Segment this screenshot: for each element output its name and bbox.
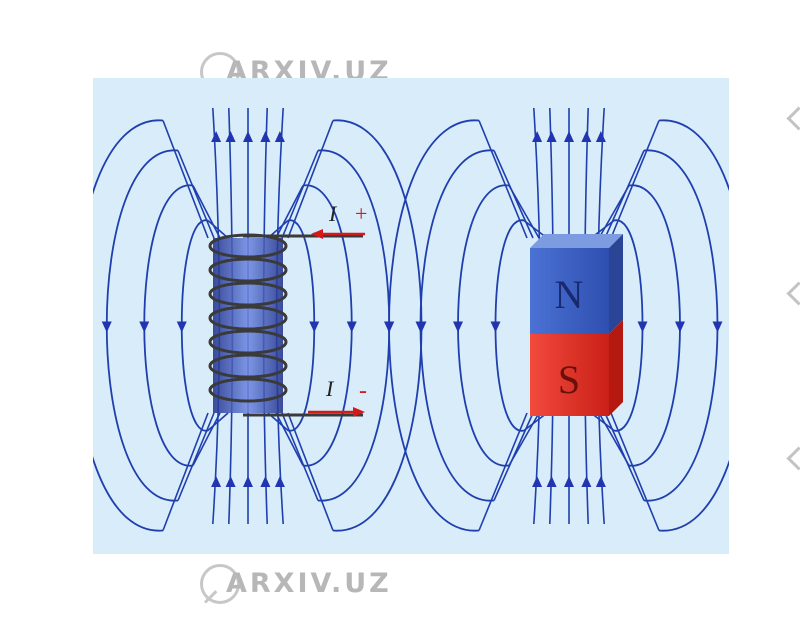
field-line bbox=[162, 412, 209, 531]
field-arrow bbox=[309, 321, 320, 333]
field-arrow bbox=[415, 321, 426, 333]
field-arrow bbox=[176, 321, 187, 333]
field-line bbox=[162, 120, 209, 239]
field-arrow bbox=[564, 476, 574, 487]
field-arrow bbox=[564, 131, 574, 142]
field-arrow bbox=[211, 476, 222, 487]
field-line bbox=[275, 412, 304, 466]
field-arrow bbox=[243, 131, 253, 142]
watermark-side-mark bbox=[786, 106, 800, 131]
field-line bbox=[192, 185, 221, 239]
field-line bbox=[302, 184, 353, 467]
field-line bbox=[93, 119, 164, 532]
field-arrow bbox=[384, 321, 394, 333]
field-arrow bbox=[211, 131, 222, 142]
field-arrow bbox=[532, 476, 543, 487]
coil-turn bbox=[208, 353, 288, 379]
magnetic-field-diagram: I + I - N S bbox=[93, 107, 729, 532]
field-line bbox=[658, 119, 729, 532]
field-line bbox=[604, 150, 645, 239]
field-line bbox=[287, 412, 334, 531]
field-arrow bbox=[260, 131, 271, 142]
current-arrow-bottom bbox=[308, 407, 365, 417]
field-line bbox=[493, 412, 534, 501]
field-arrow bbox=[546, 131, 557, 142]
field-arrow bbox=[637, 321, 648, 333]
current-label-top: I bbox=[328, 201, 338, 226]
coil-turn bbox=[208, 305, 288, 331]
field-arrow bbox=[581, 131, 592, 142]
field-line bbox=[478, 120, 528, 239]
magnet-south-side bbox=[609, 320, 623, 416]
watermark-bottom: ARXIV.UZ bbox=[200, 558, 440, 618]
field-line bbox=[493, 150, 534, 239]
watermark-side-mark bbox=[786, 446, 800, 471]
field-line bbox=[287, 219, 316, 432]
field-line bbox=[332, 119, 423, 532]
field-line bbox=[610, 412, 660, 531]
field-line bbox=[628, 184, 681, 467]
field-arrow bbox=[490, 321, 501, 333]
field-line bbox=[388, 119, 480, 532]
field-line bbox=[610, 120, 660, 239]
solenoid: I + I - bbox=[208, 201, 367, 417]
field-line bbox=[281, 412, 319, 501]
field-arrow bbox=[225, 476, 236, 487]
coil-turn bbox=[208, 281, 288, 307]
field-arrow bbox=[225, 131, 236, 142]
field-arrow bbox=[260, 476, 271, 487]
current-sign-bottom: - bbox=[359, 378, 367, 404]
field-line bbox=[281, 150, 319, 239]
current-label-bottom: I bbox=[325, 376, 335, 401]
magnet-field-lines bbox=[384, 107, 729, 532]
diagram-panel: I + I - N S bbox=[93, 78, 729, 554]
field-arrow bbox=[581, 476, 592, 487]
current-sign-top: + bbox=[355, 201, 367, 226]
field-arrow bbox=[546, 476, 557, 487]
magnet-north-side bbox=[609, 234, 623, 334]
field-line bbox=[143, 184, 194, 467]
coil-turn bbox=[208, 377, 288, 403]
field-line bbox=[177, 150, 215, 239]
north-label: N bbox=[555, 272, 584, 317]
coil-turn bbox=[208, 257, 288, 283]
field-line bbox=[180, 219, 209, 432]
current-arrow-top bbox=[311, 229, 365, 239]
field-arrow bbox=[675, 321, 685, 333]
south-label: S bbox=[558, 357, 580, 402]
field-arrow bbox=[243, 476, 253, 487]
field-arrow bbox=[101, 321, 112, 333]
field-arrow bbox=[274, 131, 285, 142]
field-line bbox=[177, 412, 215, 501]
bar-magnet: N S bbox=[530, 234, 623, 416]
field-arrow bbox=[532, 131, 543, 142]
field-line bbox=[275, 185, 304, 239]
magnet-top-face bbox=[530, 234, 623, 248]
field-arrow bbox=[274, 476, 285, 487]
field-arrow bbox=[453, 321, 463, 333]
field-arrow bbox=[139, 321, 150, 333]
field-arrow bbox=[595, 476, 606, 487]
coil-turn bbox=[208, 329, 288, 355]
field-line bbox=[478, 412, 528, 531]
coil-turns bbox=[208, 233, 288, 403]
field-line bbox=[192, 412, 221, 466]
watermark-text: ARXIV.UZ bbox=[226, 568, 392, 599]
magnet-south-pole bbox=[530, 334, 609, 416]
field-line bbox=[287, 120, 334, 239]
field-arrow bbox=[346, 321, 357, 333]
watermark-side-mark bbox=[786, 281, 800, 306]
field-arrow bbox=[595, 131, 606, 142]
field-arrow bbox=[712, 321, 723, 333]
field-line bbox=[604, 412, 645, 501]
magnet-north-pole bbox=[530, 248, 609, 334]
field-line bbox=[494, 219, 525, 432]
field-line bbox=[457, 184, 510, 467]
